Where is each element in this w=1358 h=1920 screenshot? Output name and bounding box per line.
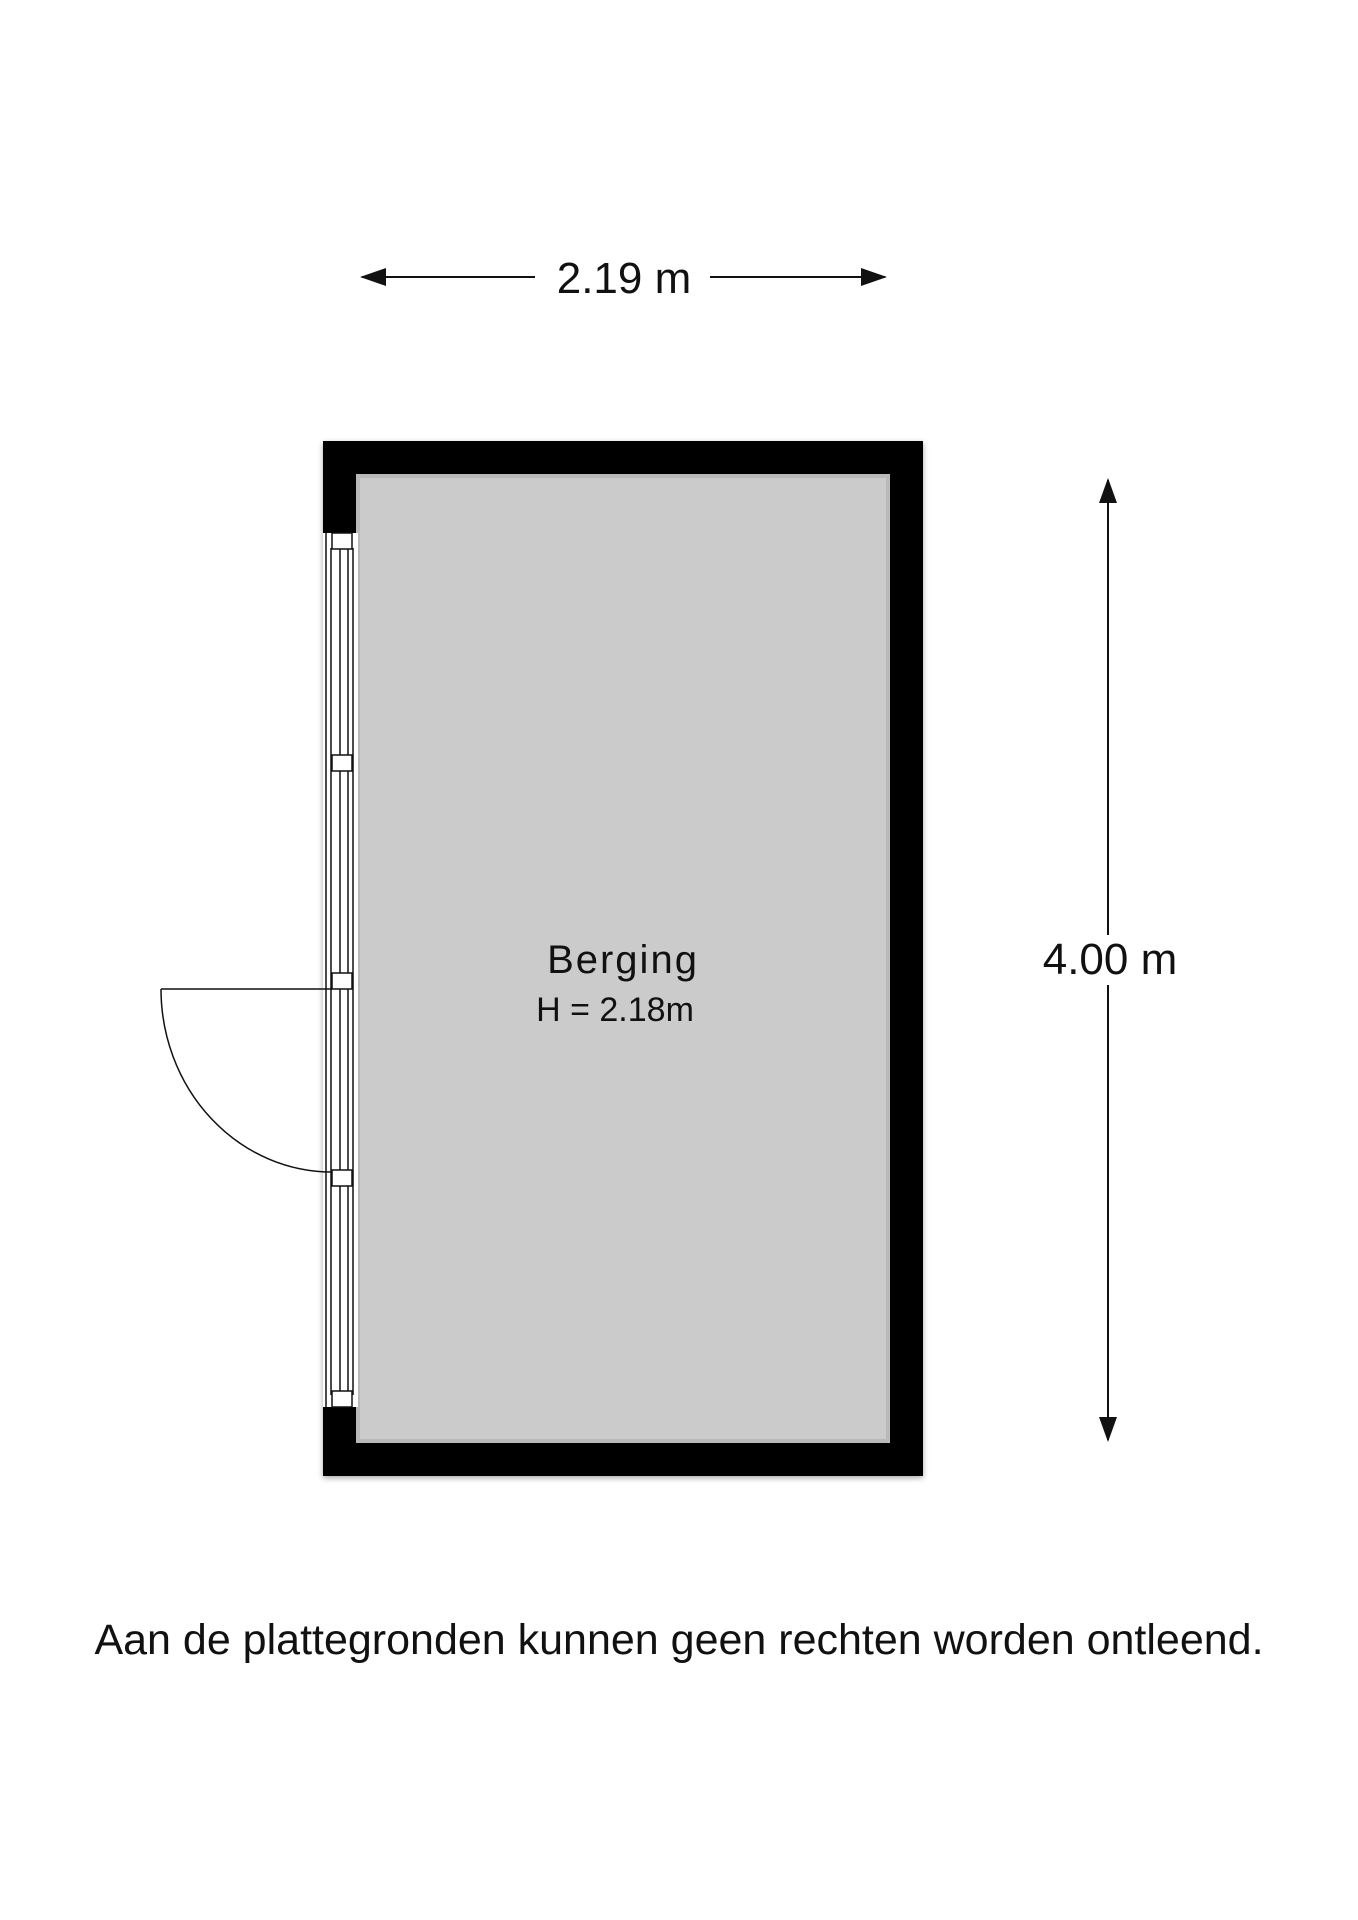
length-label: 4.00 m (1043, 935, 1178, 984)
length-arrowhead-bottom (1099, 1417, 1117, 1442)
frame-post-1 (331, 754, 353, 772)
length-dimension: 4.00 m (1043, 478, 1178, 1442)
width-arrowhead-left (360, 268, 386, 286)
frame-post-3 (331, 1169, 353, 1187)
width-dimension: 2.19 m (360, 254, 887, 303)
width-label: 2.19 m (557, 254, 692, 303)
disclaimer-text: Aan de plattegronden kunnen geen rechten… (94, 1616, 1264, 1664)
room-name: Berging (547, 938, 699, 982)
frame-post-2 (331, 972, 353, 990)
length-arrowhead-top (1099, 478, 1117, 503)
room-height: H = 2.18m (536, 991, 694, 1029)
room-floor (358, 476, 888, 1441)
frame-post-bottom (331, 1390, 353, 1408)
door-arc (160, 988, 333, 1173)
door-swing (160, 988, 333, 1173)
frame-post-top (331, 532, 353, 550)
room-berging: Berging H = 2.18m (160, 441, 923, 1476)
width-arrowhead-right (861, 268, 887, 286)
